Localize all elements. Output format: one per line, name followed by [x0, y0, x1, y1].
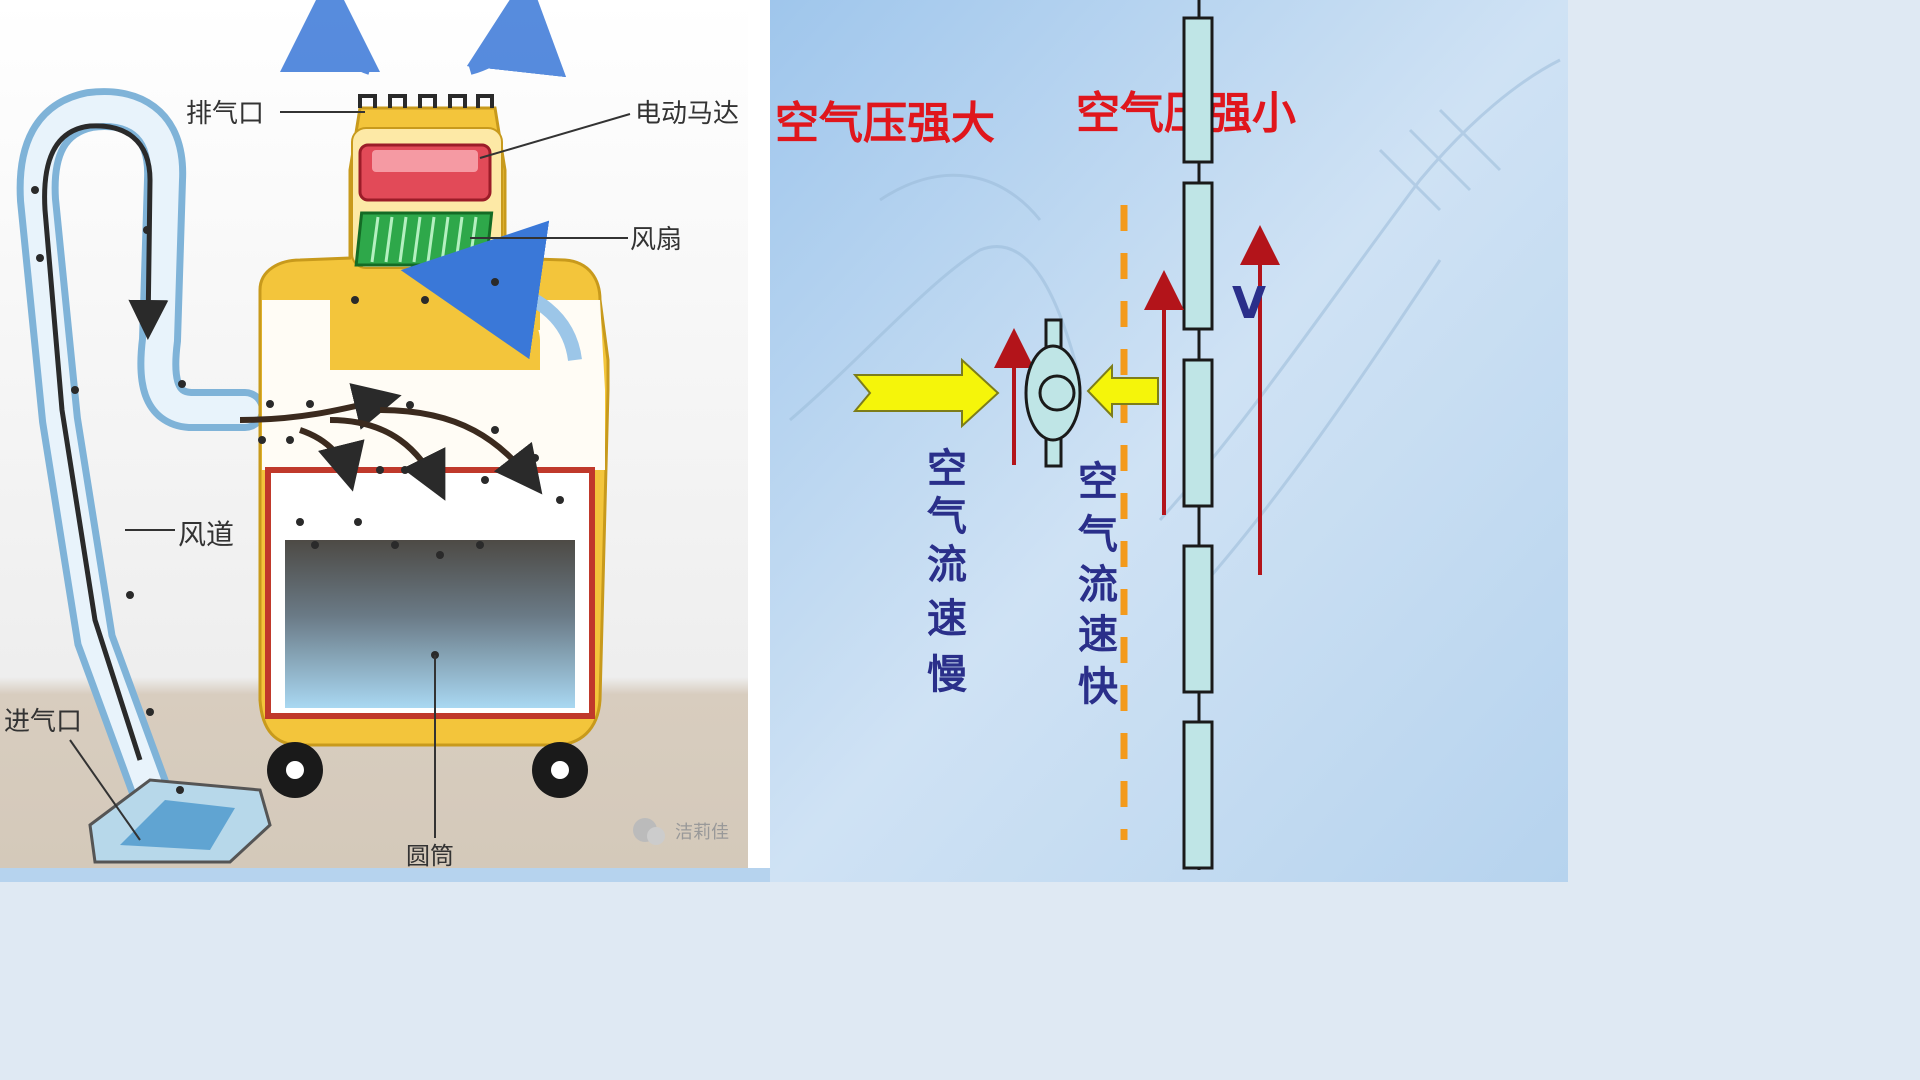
hose-inner	[23, 95, 259, 804]
chamber-airflow-arrow-1	[239, 383, 402, 430]
vacuum-diagram-panel: 排气口 电动马达 风扇 风道 进气口 圆筒 洁莉佳	[0, 0, 748, 870]
label-motor: 电动马达	[635, 99, 739, 129]
nozzle-suction	[120, 800, 235, 850]
watermark-text: 洁莉佳	[675, 822, 729, 843]
bin-contents	[285, 540, 575, 708]
wheels	[267, 742, 588, 798]
label-cylinder: 圆筒	[406, 842, 454, 870]
flow-slow-char: 空	[927, 446, 967, 492]
high-pressure-push-arrow	[852, 357, 1000, 429]
label-exhaust: 排气口	[186, 99, 264, 129]
bernoulli-diagram-panel: 空气压强大 空气压强小 V 空 气	[770, 0, 1568, 882]
flow-fast-char: 快	[1078, 664, 1119, 710]
exhaust-airflow-right-arrow	[466, 0, 567, 78]
chamber-baffle	[330, 300, 540, 330]
train-car-1	[1182, 16, 1214, 164]
train-car-2	[1182, 181, 1214, 331]
background-wall-sketch	[789, 58, 1561, 602]
exhaust-airflow-left-arrow	[280, 0, 381, 75]
flow-fast-char: 气	[1078, 512, 1118, 558]
panel-separator	[748, 0, 770, 882]
dust-particles	[31, 186, 564, 794]
flow-fast-char: 速	[1078, 612, 1118, 658]
dust-chamber	[262, 300, 605, 470]
diagram-canvas: 排气口 电动马达 风扇 风道 进气口 圆筒 洁莉佳 空气压强大 空气压强小	[0, 0, 1568, 882]
title-pressure-high: 空气压强大	[775, 98, 995, 149]
flow-slow-char: 气	[927, 494, 967, 540]
motor-top	[372, 150, 478, 172]
chamber-airflow-arrow-2	[298, 427, 365, 492]
label-flow-fast: 空 气 流 速 快	[1078, 459, 1119, 710]
flow-slow-char: 流	[927, 542, 967, 588]
exhaust-vent	[358, 94, 494, 108]
low-pressure-push-arrow	[1086, 363, 1159, 419]
chamber-airflow-arrow-4	[379, 407, 543, 495]
label-flow-slow: 空 气 流 速 慢	[927, 446, 967, 698]
flow-fast-char: 流	[1078, 562, 1118, 608]
train-car-3	[1182, 358, 1214, 508]
label-duct: 风道	[178, 518, 234, 551]
left-bottom-strip	[0, 868, 770, 882]
flow-slow-char: 速	[927, 596, 967, 642]
right-panel-background	[770, 0, 1568, 882]
flow-fast-char: 空	[1078, 459, 1118, 505]
train-car-5	[1182, 720, 1214, 870]
person-topview	[1024, 318, 1082, 468]
flow-slow-char: 慢	[927, 652, 967, 698]
label-fan: 风扇	[630, 225, 682, 255]
train-track	[1182, 0, 1214, 870]
watermark: 洁莉佳	[633, 818, 729, 845]
label-intake: 进气口	[4, 707, 82, 737]
hose-airflow-arrow	[42, 123, 169, 761]
diagram-stage: 排气口 电动马达 风扇 风道 进气口 圆筒 洁莉佳 空气压强大 空气压强小	[0, 0, 1568, 882]
chamber-airflow-arrow-3	[329, 417, 446, 501]
velocity-label: V	[1232, 278, 1266, 329]
train-car-4	[1182, 544, 1214, 694]
leader-lines	[69, 111, 631, 841]
